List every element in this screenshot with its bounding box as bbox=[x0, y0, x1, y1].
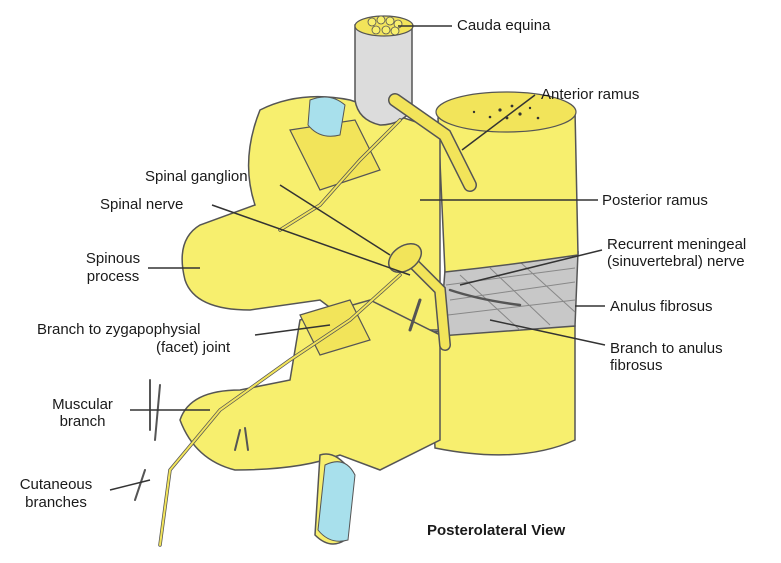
label-spinal-ganglion: Spinal ganglion bbox=[145, 168, 248, 185]
label-muscular-2: branch bbox=[40, 413, 125, 430]
label-cutaneous-1: Cutaneous bbox=[6, 476, 106, 493]
label-spinous-1: Spinous bbox=[78, 250, 148, 267]
posterior-elements bbox=[180, 97, 440, 544]
leader-cutaneous-branches bbox=[110, 480, 150, 490]
label-recurrent-meningeal-2: (sinuvertebral) nerve bbox=[607, 253, 745, 270]
lower-vertebral-body bbox=[430, 326, 575, 455]
label-spinous-2: process bbox=[78, 268, 148, 285]
label-branch-anulus-1: Branch to anulus bbox=[610, 340, 723, 357]
upper-vertebral-body bbox=[436, 92, 578, 272]
label-branch-anulus-2: fibrosus bbox=[610, 357, 663, 374]
label-cauda-equina: Cauda equina bbox=[457, 17, 550, 34]
label-zygapophysial-2: (facet) joint bbox=[156, 339, 230, 356]
label-posterior-ramus: Posterior ramus bbox=[602, 192, 708, 209]
label-muscular-1: Muscular bbox=[40, 396, 125, 413]
label-recurrent-meningeal-1: Recurrent meningeal bbox=[607, 236, 746, 253]
label-cutaneous-2: branches bbox=[6, 494, 106, 511]
diagram-caption: Posterolateral View bbox=[427, 522, 565, 539]
label-zygapophysial-1: Branch to zygapophysial bbox=[37, 321, 200, 338]
label-anulus-fibrosus: Anulus fibrosus bbox=[610, 298, 713, 315]
label-anterior-ramus: Anterior ramus bbox=[541, 86, 639, 103]
label-spinal-nerve: Spinal nerve bbox=[100, 196, 183, 213]
